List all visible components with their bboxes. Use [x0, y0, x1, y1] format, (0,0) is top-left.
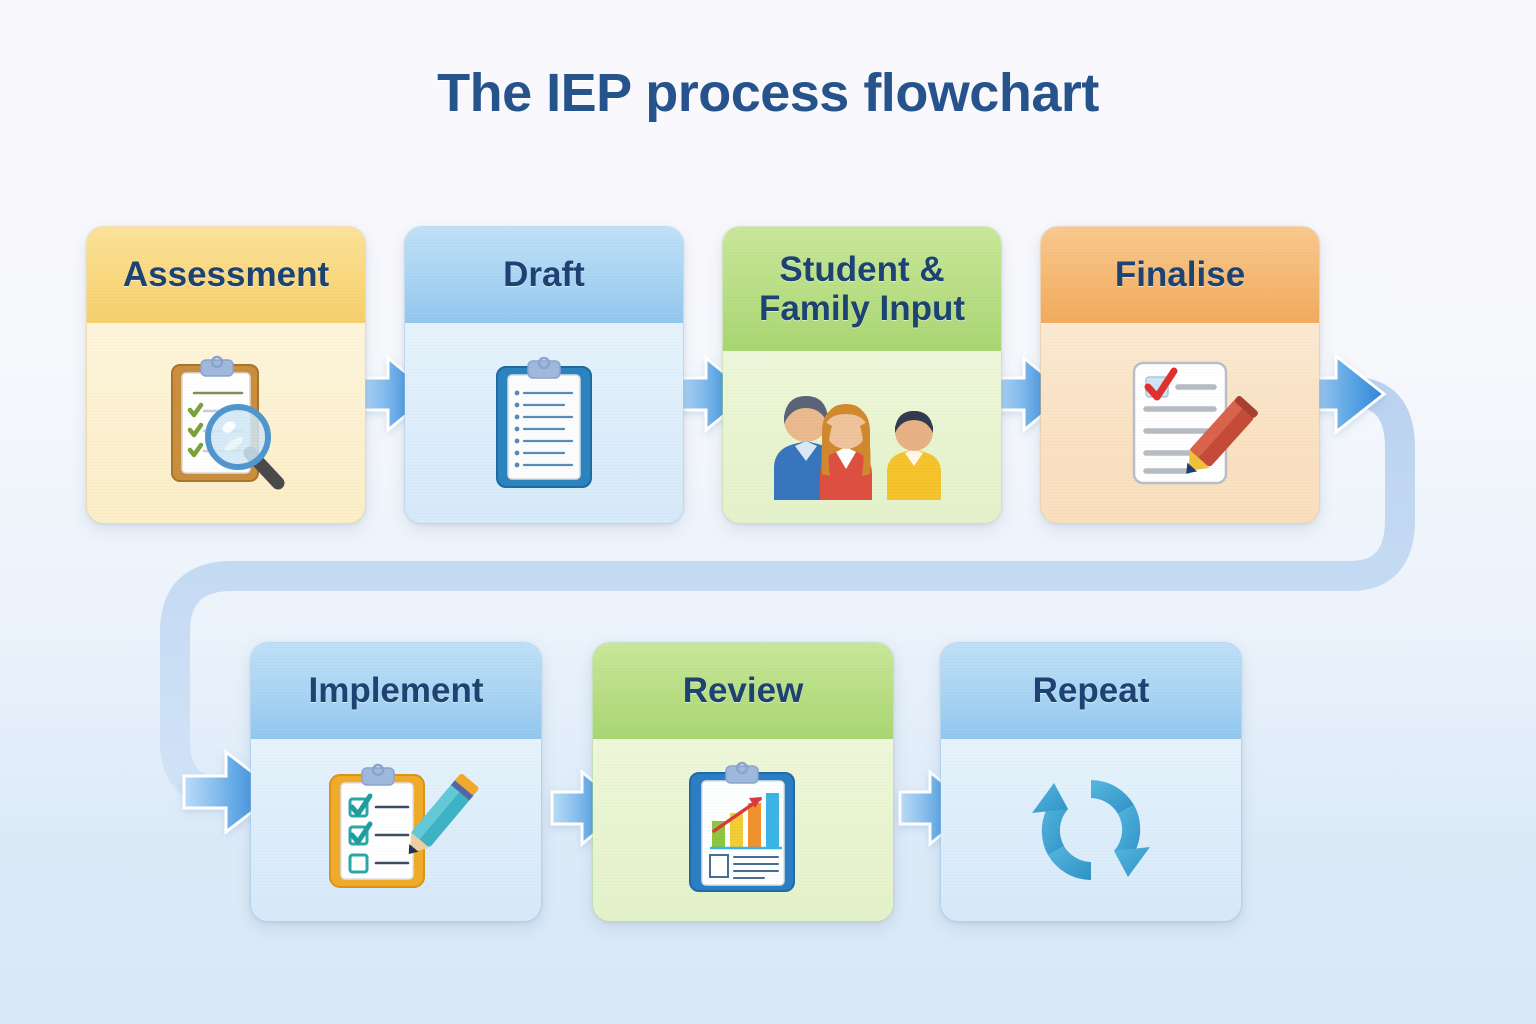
cycle-arrows-icon [1032, 780, 1150, 880]
node-finalise-label: Finalise [1041, 227, 1319, 323]
node-finalise-body [1041, 323, 1319, 523]
node-review-label: Review [593, 643, 893, 739]
document-pencil-check-icon [1132, 361, 1258, 485]
clipboard-bar-chart-icon [689, 761, 795, 892]
node-label-line-1: Student & [779, 249, 945, 289]
node-implement[interactable]: Implement [250, 642, 542, 922]
family-group-icon [774, 396, 941, 500]
clipboard-document-icon [496, 356, 592, 488]
person-adult-female [820, 404, 872, 500]
node-finalise[interactable]: Finalise [1040, 226, 1320, 524]
node-draft[interactable]: Draft [404, 226, 684, 524]
checklist-pencil-icon [329, 763, 479, 888]
page-title: The IEP process flowchart [437, 63, 1099, 123]
node-review-body [593, 739, 893, 921]
node-student-family-input-label: Student & Family Input [723, 227, 1001, 351]
node-student-family-input-body [723, 351, 1001, 523]
clipboard-magnifier-icon [171, 355, 285, 490]
node-repeat-label: Repeat [941, 643, 1241, 739]
node-draft-body [405, 323, 683, 523]
node-review[interactable]: Review [592, 642, 894, 922]
node-implement-body [251, 739, 541, 921]
node-draft-label: Draft [405, 227, 683, 323]
node-label-line-2: Family Input [758, 289, 966, 328]
node-implement-label: Implement [251, 643, 541, 739]
node-repeat-body [941, 739, 1241, 921]
node-assessment-body [87, 323, 365, 523]
node-student-family-input[interactable]: Student & Family Input [722, 226, 1002, 524]
node-repeat[interactable]: Repeat [940, 642, 1242, 922]
node-assessment-label: Assessment [87, 227, 365, 323]
node-assessment[interactable]: Assessment [86, 226, 366, 524]
person-child [887, 411, 941, 500]
